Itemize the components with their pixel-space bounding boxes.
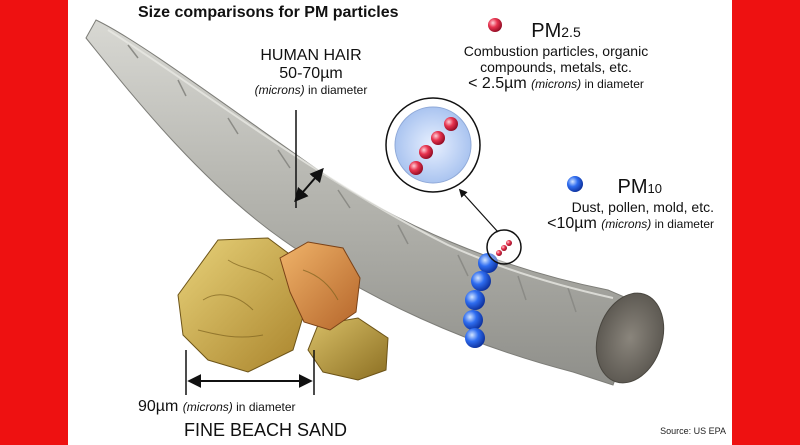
pm25-legend-dot	[488, 18, 502, 32]
human-hair-unit: (microns)	[254, 83, 305, 97]
pm10-diameter: <10µm (microns) in diameter	[514, 215, 714, 233]
pm25-magnified-chain	[409, 117, 458, 175]
pm25-label-sub: 2.5	[561, 24, 581, 40]
hair-diameter-arrow	[294, 167, 324, 203]
pm10-diameter-value: <10µm	[547, 215, 597, 232]
pm25-tiny-chain	[496, 240, 512, 256]
sand-grains	[177, 237, 389, 381]
pm25-label-main: PM	[531, 20, 562, 42]
pm10-label-sub: 10	[647, 181, 662, 196]
magnified-lens	[394, 106, 472, 184]
human-hair-diameter-note: (microns) in diameter	[236, 83, 386, 97]
pm25-label: PM2.5 Combustion particles, organic comp…	[436, 20, 676, 93]
pm25-description-line1: Combustion particles, organic	[463, 43, 649, 59]
human-hair-name: HUMAN HAIR	[260, 47, 362, 64]
pm10-heading: PM10	[514, 176, 714, 199]
right-red-border	[732, 0, 800, 445]
human-hair-suffix: in diameter	[307, 83, 368, 97]
human-hair-size: 50-70µm	[279, 65, 343, 82]
human-hair-strand	[85, 19, 665, 386]
source-credit: Source: US EPA	[660, 426, 726, 436]
pm10-unit: (microns)	[601, 217, 652, 231]
sand-suffix: in diameter	[236, 400, 296, 414]
illustration	[85, 18, 665, 395]
pm10-particle-chain	[463, 253, 498, 348]
left-red-border	[0, 0, 68, 445]
pm25-heading: PM2.5	[436, 20, 676, 43]
sand-diameter: 90µm (microns) in diameter	[138, 398, 368, 416]
pm10-suffix: in diameter	[654, 217, 714, 231]
diagram-title: Size comparisons for PM particles	[138, 4, 399, 21]
pm25-description-line2: compounds, metals, etc.	[480, 59, 632, 75]
human-hair-label: HUMAN HAIR 50-70µm (microns) in diameter	[236, 47, 386, 97]
sand-unit: (microns)	[182, 400, 233, 414]
diagram-panel: Size comparisons for PM particles HUMAN …	[68, 0, 732, 445]
sand-name: FINE BEACH SAND	[184, 420, 348, 440]
magnify-arrow	[458, 188, 499, 233]
sand-size: 90µm	[138, 398, 179, 415]
pm25-suffix: in diameter	[584, 77, 644, 91]
pm10-label: PM10 Dust, pollen, mold, etc. <10µm (mic…	[514, 176, 714, 233]
pm10-legend-dot	[567, 176, 583, 192]
pm25-unit: (microns)	[531, 77, 582, 91]
pm25-diameter: < 2.5µm (microns) in diameter	[436, 75, 676, 93]
pm10-description: Dust, pollen, mold, etc.	[571, 199, 714, 215]
pm10-label-main: PM	[617, 176, 648, 198]
pm25-diameter-value: < 2.5µm	[468, 75, 527, 92]
